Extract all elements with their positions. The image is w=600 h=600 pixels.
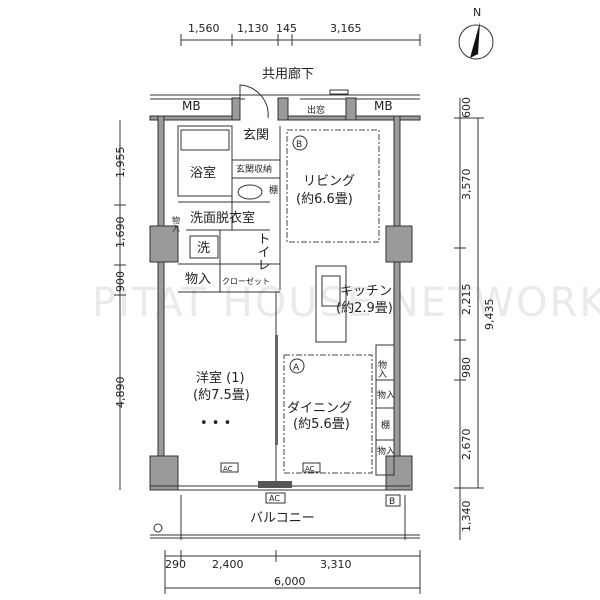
corridor-label: 共用廊下 [262,66,314,82]
washer-label: 洗 [197,241,210,256]
living-size: (約6.6畳) [296,192,353,207]
north-compass-icon: N [458,6,494,60]
dining-size: (約5.6畳) [293,417,350,432]
dim-top-1: 1,560 [188,22,220,35]
dim-right-6: 1,340 [460,501,473,533]
western-room-label: 洋室 (1) [196,370,245,386]
dim-bottom-3: 3,310 [320,558,352,571]
kitchen-label: キッチン [340,284,392,299]
western-room-dots: • • • [200,416,231,431]
room-labels: MB MB 出窓 玄関 浴室 玄関収納 棚 物入 洗面脱衣室 洗 トイレ 物入 … [172,99,401,526]
dim-right-2: 3,570 [460,169,473,201]
dim-bottom-2: 2,400 [212,558,244,571]
dim-top-3: 145 [276,22,297,35]
living-marker: B [296,140,302,150]
ac-label-3: AC [269,494,280,503]
bay-window-label: 出窓 [307,104,325,116]
dining-marker: A [293,363,300,373]
entrance-label: 玄関 [243,128,269,143]
balcony-label: バルコニー [250,511,315,526]
right-dimensions: 600 3,570 2,215 980 2,670 1,340 9,435 [454,97,496,540]
b-box-label: B [389,497,395,507]
ac-label-1: AC [223,465,233,473]
dim-right-5: 2,670 [460,429,473,461]
dim-right-1: 600 [460,97,473,118]
dim-left-3: 900 [114,271,127,292]
dim-left-4: 4,890 [114,377,127,409]
small-shelf-label: 棚 [269,184,278,196]
dim-bottom-total: 6,000 [274,575,306,588]
storage-r1-label: 物入 [376,359,387,378]
dim-right-3: 2,215 [460,284,473,316]
storage-left-label: 物入 [185,272,211,287]
dim-left-2: 1,690 [114,217,127,249]
shoe-storage-label: 玄関収納 [236,163,272,175]
closet-label: クローゼット [222,276,270,286]
dim-top-4: 3,165 [330,22,362,35]
storage-r3-label: 物入 [377,445,395,457]
shelf-r-label: 棚 [381,419,390,431]
living-label: リビング [303,174,355,189]
bottom-dimensions: 290 2,400 3,310 6,000 [164,550,421,594]
dining-label: ダイニング [287,401,352,416]
dim-right-4: 980 [460,357,473,378]
compass-label: N [473,6,481,19]
bath-label: 浴室 [190,165,216,181]
left-dimensions: 1,955 1,690 900 4,890 [114,120,127,490]
toilet-label: トイレ [255,232,270,271]
dim-top-2: 1,130 [237,22,269,35]
top-dimensions: 1,560 1,130 145 3,165 [180,22,421,46]
kitchen-size: (約2.9畳) [336,301,393,316]
ac-label-2: AC [305,465,315,473]
dim-bottom-1: 290 [165,558,186,571]
dim-right-total: 9,435 [483,299,496,331]
mb-left-label: MB [182,99,201,113]
washroom-label: 洗面脱衣室 [190,210,255,226]
dim-left-1: 1,955 [114,147,127,179]
storage-r2-label: 物入 [377,389,395,401]
western-room-size: (約7.5畳) [193,388,250,403]
mb-right-label: MB [374,99,393,113]
wash-storage-label: 物入 [172,215,181,232]
